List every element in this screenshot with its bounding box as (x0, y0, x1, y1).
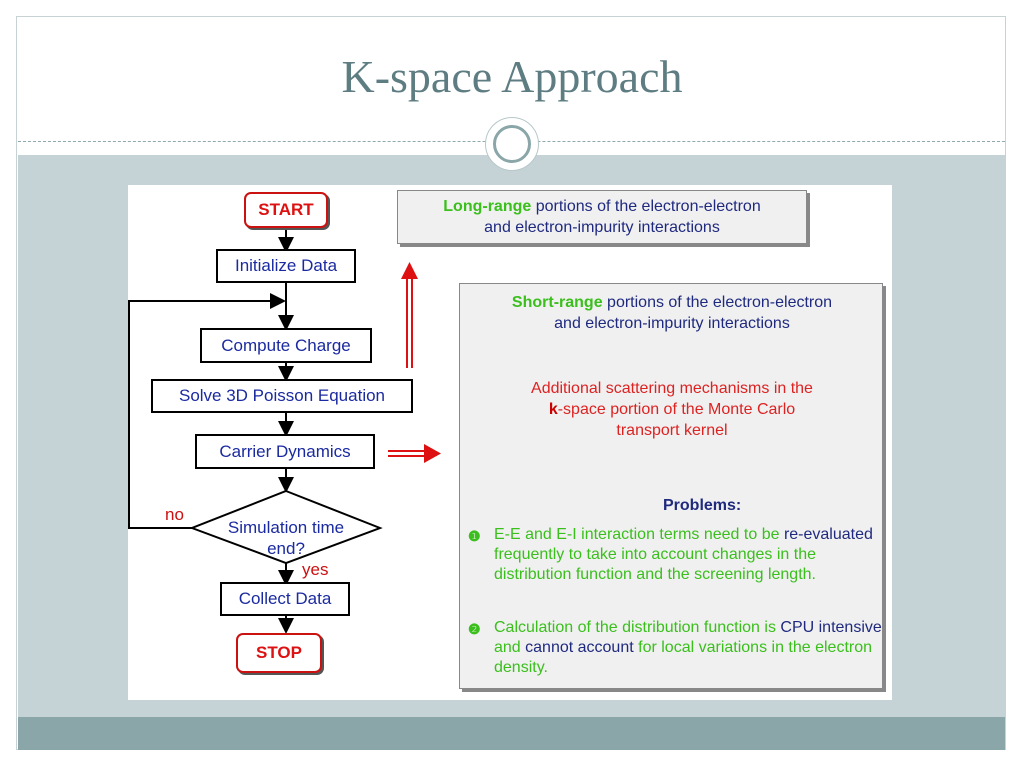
footer-band (18, 717, 1005, 750)
solve-poisson-box: Solve 3D Poisson Equation (151, 379, 413, 413)
start-terminal: START (244, 192, 328, 228)
long-range-panel: Long-range portions of the electron-elec… (397, 190, 807, 244)
carrier-dynamics-box: Carrier Dynamics (195, 434, 375, 469)
problems-heading: Problems: (663, 497, 742, 514)
stop-terminal: STOP (236, 633, 322, 673)
decision-label: Simulation time end? (227, 518, 345, 558)
initialize-data-box: Initialize Data (216, 249, 356, 283)
number-one-icon: ❶ (468, 528, 481, 544)
ring-ornament-icon (485, 117, 539, 171)
compute-charge-box: Compute Charge (200, 328, 372, 363)
collect-data-box: Collect Data (220, 582, 350, 616)
problem-item-1: ❶ E-E and E-I interaction terms need to … (468, 526, 873, 583)
yes-label: yes (302, 560, 329, 579)
problem-item-2: ❷ Calculation of the distribution functi… (468, 619, 882, 676)
short-range-panel: Short-range portions of the electron-ele… (459, 283, 883, 689)
number-two-icon: ❷ (468, 621, 481, 637)
slide-title: K-space Approach (341, 51, 683, 102)
k-space-figure: START Initialize Data Compute Charge Sol… (128, 185, 892, 700)
no-label: no (165, 505, 184, 524)
